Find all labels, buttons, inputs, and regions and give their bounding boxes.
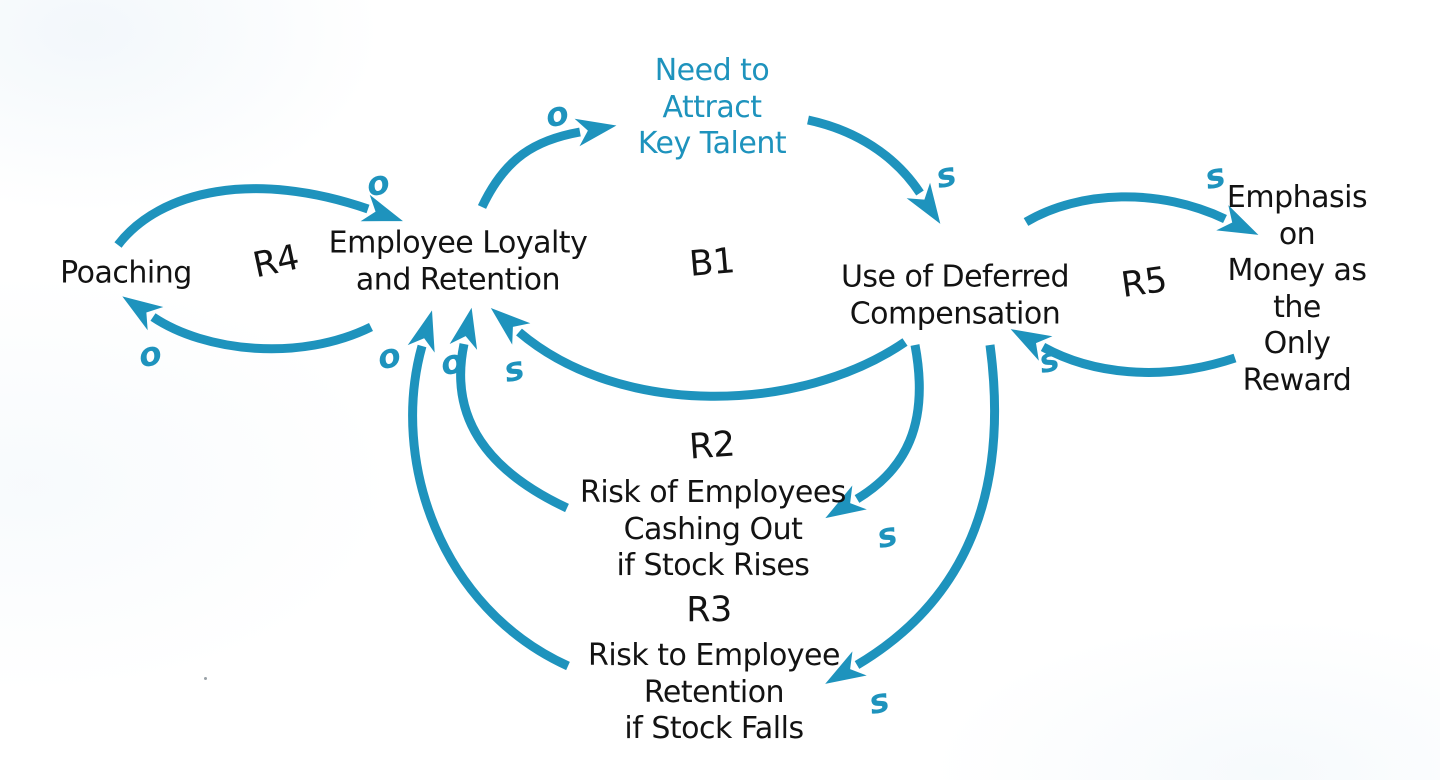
arrow-deferred-to-risk-retention bbox=[825, 344, 1000, 684]
node-poaching: Poaching bbox=[60, 255, 192, 291]
loop-label-r2: R2 bbox=[687, 424, 737, 468]
arrow-deferred-to-loyalty bbox=[490, 308, 908, 401]
node-risk-cashing-out: Risk of Employees Cashing Out if Stock R… bbox=[580, 475, 846, 584]
loop-label-r3: R3 bbox=[686, 590, 732, 630]
node-need-attract-talent: Need to Attract Key Talent bbox=[637, 53, 787, 162]
arrow-loyalty-to-poaching bbox=[122, 296, 373, 354]
node-employee-loyalty: Employee Loyalty and Retention bbox=[328, 225, 588, 297]
node-deferred-compensation: Use of Deferred Compensation bbox=[840, 259, 1070, 331]
arrow-loyalty-to-need bbox=[477, 118, 617, 209]
scan-speck bbox=[204, 677, 207, 680]
loop-label-b1: B1 bbox=[687, 241, 737, 285]
arrow-deferred-to-risk-cash-out bbox=[825, 344, 924, 519]
node-risk-retention: Risk to Employee Retention if Stock Fall… bbox=[588, 638, 840, 747]
loop-label-r5: R5 bbox=[1118, 260, 1170, 306]
arrow-poaching-to-loyalty bbox=[114, 184, 403, 248]
arrow-emphasis-to-deferred bbox=[1010, 329, 1237, 377]
arrow-risk-retention-to-loyalty bbox=[407, 310, 570, 671]
arrow-deferred-to-emphasis bbox=[1023, 192, 1259, 235]
arrow-risk-cash-out-to-loyalty bbox=[449, 307, 569, 513]
arrow-need-to-deferred bbox=[807, 115, 941, 224]
node-emphasis-on-money: Emphasis on Money as the Only Reward bbox=[1226, 180, 1368, 399]
